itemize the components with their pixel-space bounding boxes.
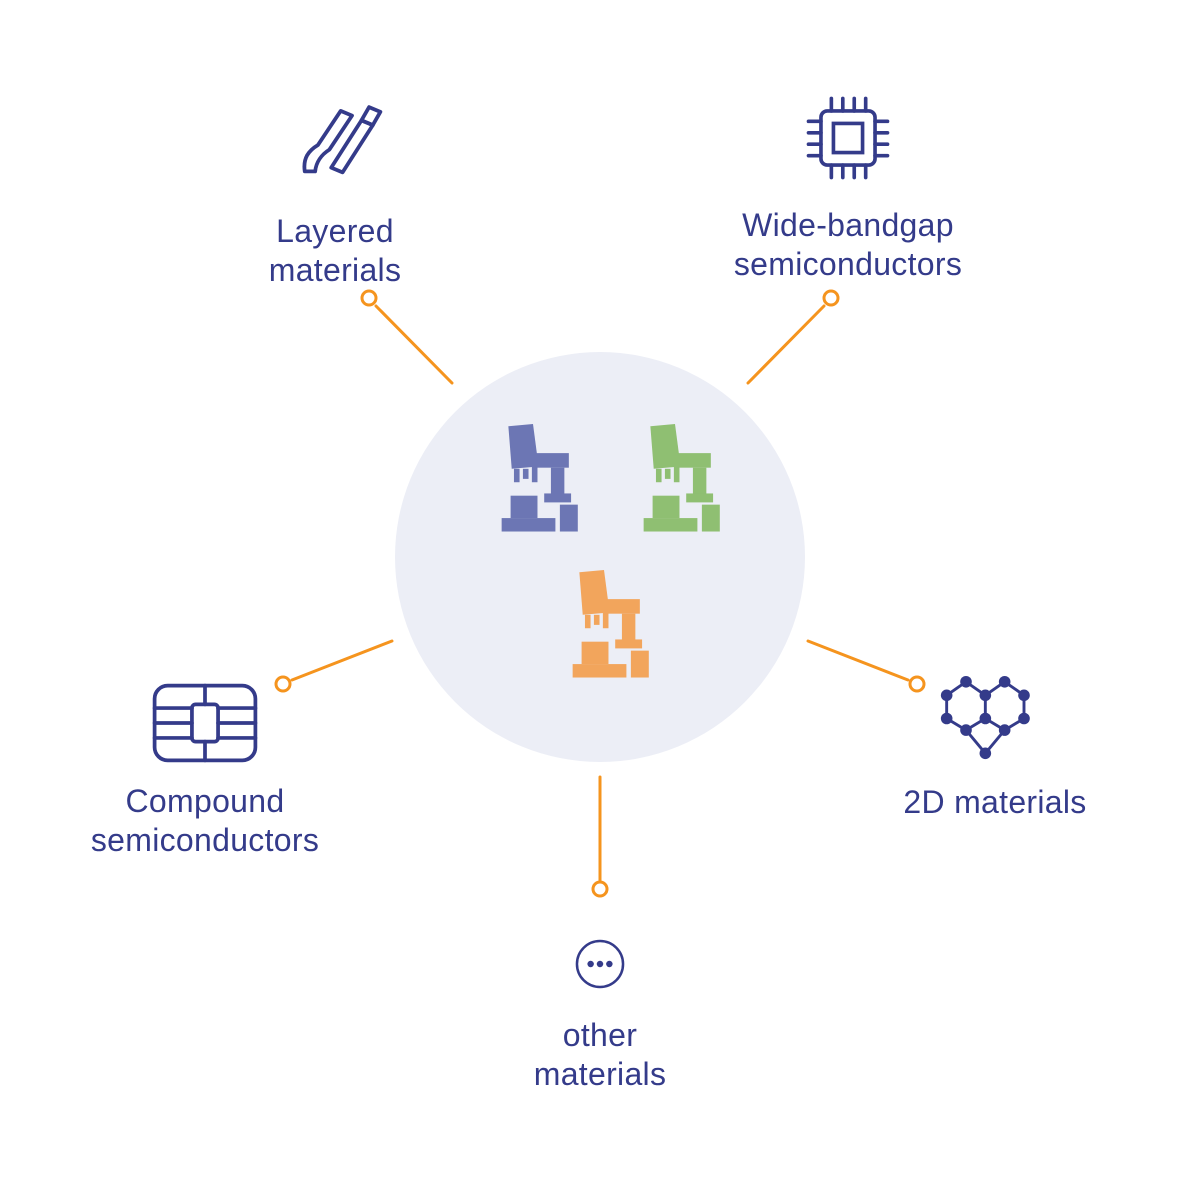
connector-endpoint-ring xyxy=(360,289,378,307)
node-label-2d-materials: 2D materials xyxy=(903,784,1087,820)
connector-endpoint-ring xyxy=(274,675,292,693)
layered-sheets-icon xyxy=(276,92,394,196)
connector-endpoint-ring xyxy=(908,675,926,693)
lattice-icon xyxy=(937,670,1053,767)
node-label-compound: Compound semiconductors xyxy=(90,783,320,859)
chip-icon xyxy=(796,86,900,190)
node-layered-materials: Layered materials xyxy=(160,92,510,290)
node-other-materials: other materials xyxy=(480,928,720,1094)
node-wide-bandgap-semiconductors: Wide-bandgap semiconductors xyxy=(673,86,1023,284)
smartcard-chip-icon xyxy=(149,680,261,766)
connector-line-layered xyxy=(374,304,454,385)
node-label-other-materials: other materials xyxy=(533,1017,667,1093)
green-microscope-icon xyxy=(619,412,731,548)
ellipsis-circle-icon xyxy=(564,928,636,1000)
connector-line-compound xyxy=(290,639,394,682)
node-label-wide-bandgap: Wide-bandgap semiconductors xyxy=(733,207,963,283)
orange-microscope-icon xyxy=(548,558,660,694)
connector-line-2d xyxy=(806,639,910,682)
connector-line-wide-bandgap xyxy=(746,304,826,385)
central-circle xyxy=(395,352,805,762)
connector-endpoint-ring xyxy=(591,880,609,898)
blue-microscope-icon xyxy=(477,412,589,548)
node-label-layered-materials: Layered materials xyxy=(268,213,402,289)
node-compound-semiconductors: Compound semiconductors xyxy=(30,680,380,860)
node-2d-materials: 2D materials xyxy=(845,670,1145,822)
connector-endpoint-ring xyxy=(822,289,840,307)
